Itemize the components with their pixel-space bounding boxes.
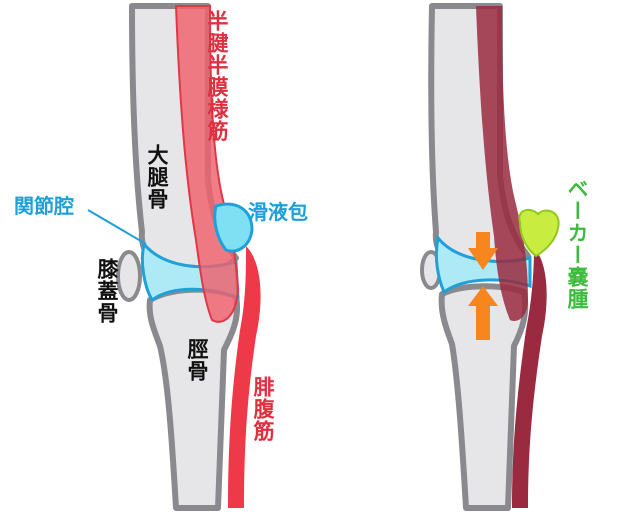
joint-cavity-label: 関節腔 (14, 194, 74, 218)
bursa-label: 滑液包 (248, 200, 308, 224)
patella-label: 膝蓋骨 (95, 258, 120, 324)
left-tibia-shape (146, 286, 240, 511)
compression-arrow-up-icon (468, 286, 498, 340)
left-bursa-shape (213, 202, 254, 253)
femur-label: 大腿骨 (145, 144, 170, 210)
left-patella-shape (116, 250, 142, 302)
baker-cyst-label: ベーカー嚢腫 (565, 178, 590, 310)
left-gastrocnemius-shape (228, 246, 261, 508)
tibia-label: 脛骨 (185, 338, 210, 382)
right-semi-muscle-shape (476, 6, 528, 322)
joint-cavity-leader-line (87, 209, 147, 245)
right-gastrocnemius-shape (512, 248, 547, 508)
semi-muscle-label: 半腱半膜様筋 (205, 10, 230, 142)
left-knee (87, 3, 261, 511)
right-knee (420, 3, 560, 511)
baker-cyst-shape (518, 208, 560, 258)
compression-arrow-down-icon (468, 232, 498, 270)
gastrocnemius-label: 腓腹筋 (251, 376, 276, 442)
